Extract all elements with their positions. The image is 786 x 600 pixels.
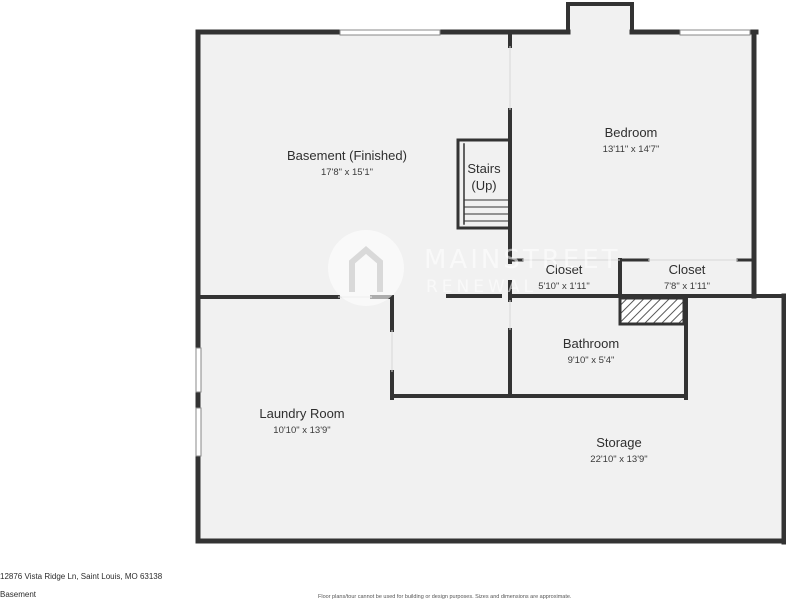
laundry-name: Laundry Room (259, 406, 344, 421)
stairs-label-line2: (Up) (471, 178, 496, 193)
bedroom-name: Bedroom (605, 125, 658, 140)
watermark-line1: MAINSTREET (424, 245, 621, 275)
basement-name: Basement (Finished) (287, 148, 407, 163)
bedroom-dims: 13'11" x 14'7" (603, 144, 660, 155)
closet-2-name: Closet (669, 262, 706, 277)
floor-area (200, 4, 784, 540)
stairs-label-line1: Stairs (467, 161, 501, 176)
storage-dims: 22'10" x 13'9" (590, 454, 647, 465)
watermark-logo-icon (328, 230, 404, 306)
bathroom-name: Bathroom (563, 336, 619, 351)
disclaimer-text: Floor plans/tour cannot be used for buil… (318, 594, 572, 600)
storage-name: Storage (596, 435, 642, 450)
watermark-line2: RENEWAL (426, 277, 537, 297)
laundry-dims: 10'10" x 13'9" (273, 425, 330, 436)
basement-dims: 17'8" x 15'1" (321, 167, 373, 178)
floor-label: Basement (0, 590, 37, 599)
closet-1-name: Closet (546, 262, 583, 277)
windows (195, 29, 751, 457)
bathroom-dims: 9'10" x 5'4" (568, 355, 615, 366)
closet-1-dims: 5'10" x 1'11" (538, 281, 589, 292)
closet-2-dims: 7'8" x 1'11" (664, 281, 710, 292)
watermark: MAINSTREET RENEWAL (328, 230, 621, 306)
hatched-chase (618, 296, 686, 326)
property-address: 12876 Vista Ridge Ln, Saint Louis, MO 63… (0, 572, 163, 581)
